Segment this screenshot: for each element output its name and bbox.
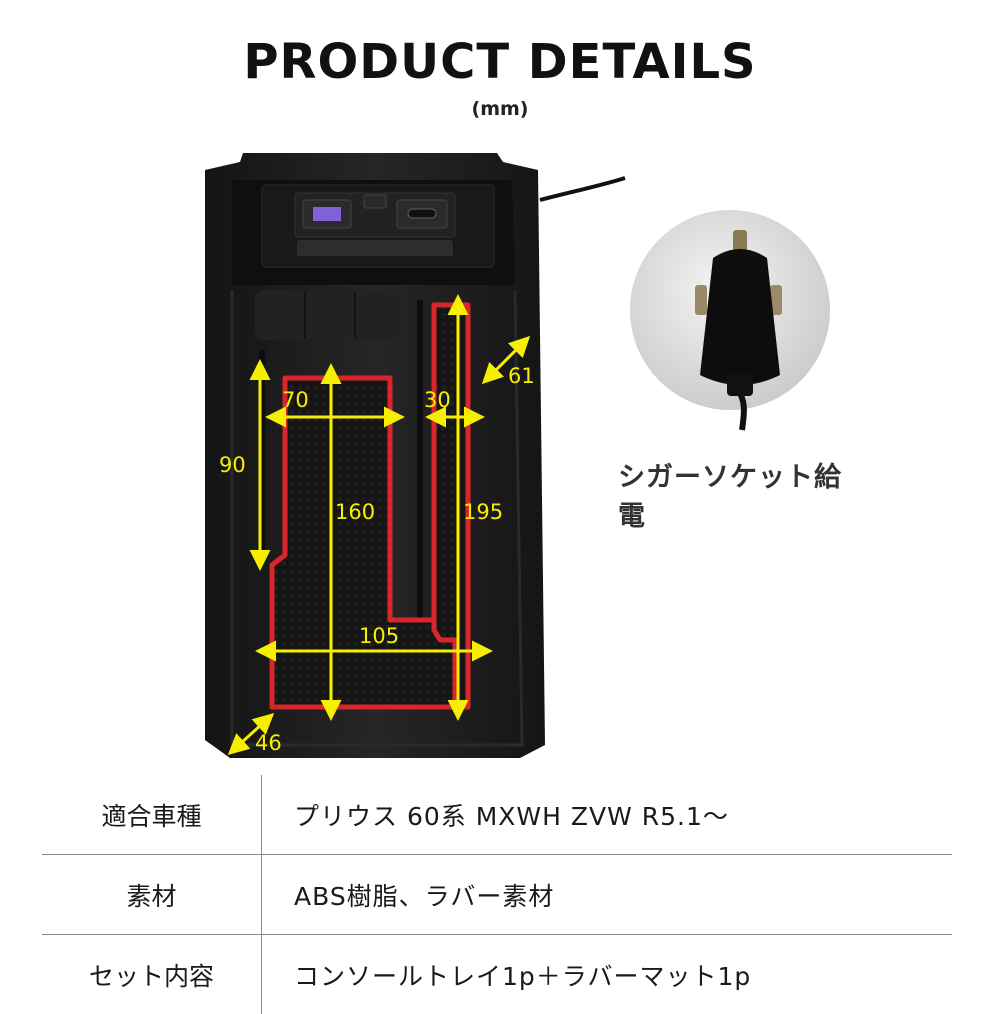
svg-text:61: 61 — [508, 364, 535, 388]
cigarette-socket-charger-image — [630, 210, 830, 430]
svg-text:195: 195 — [463, 500, 503, 524]
power-cable — [540, 178, 625, 200]
charger-caption: シガーソケット給電 — [618, 455, 868, 533]
spec-value: コンソールトレイ1p＋ラバーマット1p — [262, 935, 953, 1014]
spec-label: セット内容 — [42, 935, 262, 1014]
spec-label: 素材 — [42, 855, 262, 935]
product-figure: 70 30 61 90 160 195 105 46 — [0, 0, 1000, 790]
table-row: 素材 ABS樹脂、ラバー素材 — [42, 855, 952, 935]
svg-text:46: 46 — [255, 731, 282, 755]
svg-text:70: 70 — [282, 388, 309, 412]
svg-text:105: 105 — [359, 624, 399, 648]
spec-value: プリウス 60系 MXWH ZVW R5.1～ — [262, 775, 953, 855]
svg-text:30: 30 — [424, 388, 451, 412]
spec-table: 適合車種 プリウス 60系 MXWH ZVW R5.1～ 素材 ABS樹脂、ラバ… — [42, 775, 952, 1014]
usb-a-port-icon — [303, 200, 351, 228]
svg-text:160: 160 — [335, 500, 375, 524]
usb-c-port-icon — [397, 200, 447, 228]
svg-text:90: 90 — [219, 453, 246, 477]
table-row: セット内容 コンソールトレイ1p＋ラバーマット1p — [42, 935, 952, 1014]
spec-value: ABS樹脂、ラバー素材 — [262, 855, 953, 935]
spec-label: 適合車種 — [42, 775, 262, 855]
led-indicator-icon — [364, 195, 386, 208]
table-row: 適合車種 プリウス 60系 MXWH ZVW R5.1～ — [42, 775, 952, 855]
